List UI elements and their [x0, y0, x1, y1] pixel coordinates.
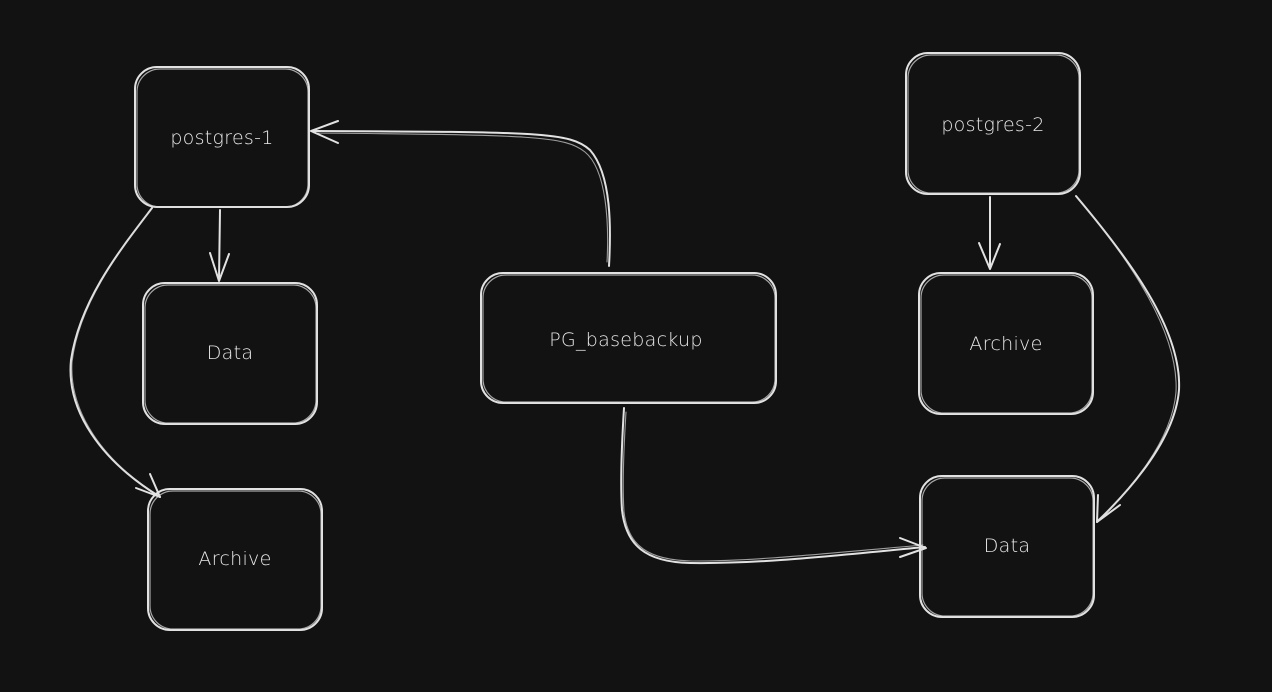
node-data-1: Data [142, 282, 318, 425]
node-label-archive-1: Archive [198, 548, 271, 570]
edge-postgres1-to-archive1 [69, 207, 161, 498]
node-archive-2: Archive [918, 272, 1094, 415]
node-data-2: Data [919, 475, 1095, 618]
edge-basebackup-to-postgres1 [310, 120, 611, 267]
node-label-postgres-2: postgres-2 [941, 114, 1044, 136]
node-label-data-2: Data [984, 535, 1031, 557]
edge-basebackup-to-data2 [620, 407, 927, 565]
node-archive-1: Archive [147, 488, 323, 631]
edge-postgres2-to-data2 [1075, 195, 1181, 523]
node-postgres-1: postgres-1 [134, 66, 310, 208]
node-pg-basebackup: PG_basebackup [480, 272, 777, 404]
node-label-archive-2: Archive [969, 333, 1042, 355]
node-label-pg-basebackup: PG_basebackup [549, 329, 703, 351]
edge-postgres2-to-archive2 [978, 196, 1001, 270]
node-postgres-2: postgres-2 [905, 52, 1081, 195]
edge-postgres1-to-data1 [209, 209, 230, 282]
node-label-postgres-1: postgres-1 [170, 127, 273, 149]
node-label-data-1: Data [207, 342, 254, 364]
